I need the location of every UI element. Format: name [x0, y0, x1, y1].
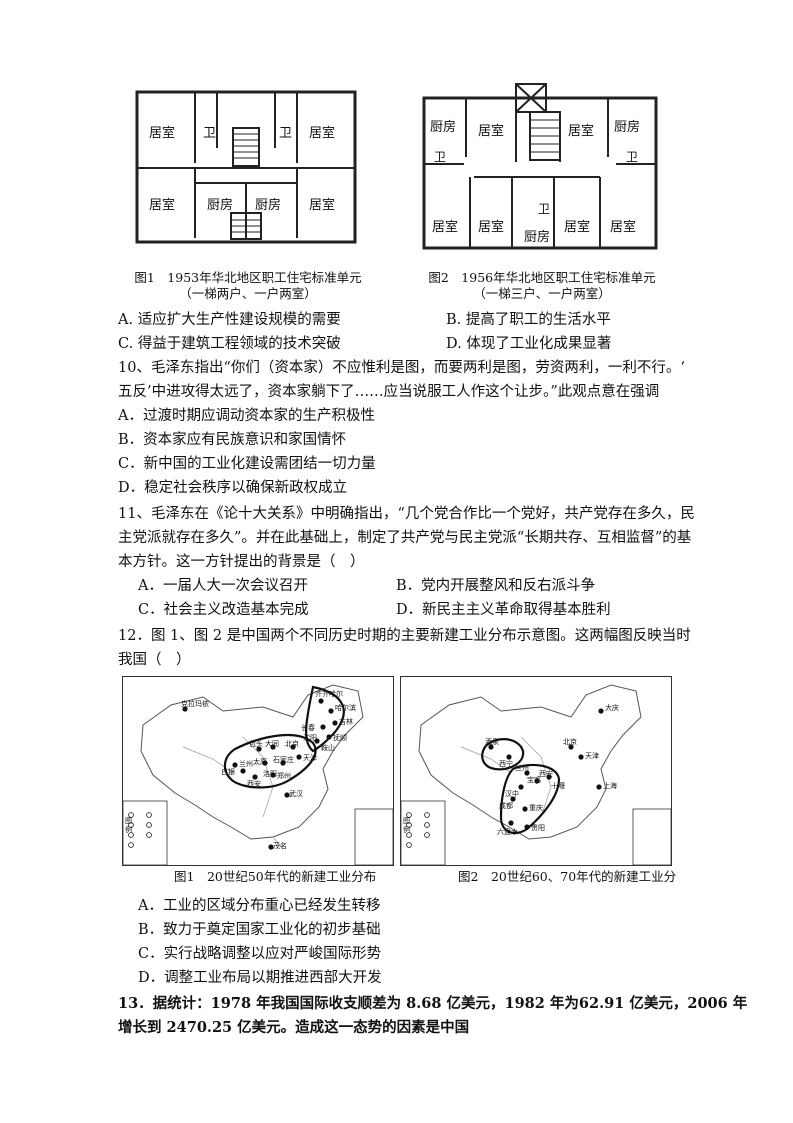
map1-city-wuhan: 武汉 [289, 790, 303, 798]
q10-stem-line2: 五反’中进攻得太远了，资本家躺下了……应当说服工人作这个让步。”此观点意在强调 [118, 384, 660, 400]
map2-legend-label: 图例 [403, 817, 410, 834]
fp2-caption-line2: （一梯三户、一户两室） [473, 286, 611, 301]
fp2-bedroom-b1: 居室 [432, 220, 459, 235]
map1-city-karamay: 克拉玛依 [181, 700, 209, 708]
fp1-toilet-l: 卫 [203, 126, 217, 141]
q10-option-b: B．资本家应有民族意识和家国情怀 [118, 432, 347, 448]
q9-option-a: A. 适应扩大生产性建设规模的需要 [118, 312, 341, 328]
q12-option-a: A．工业的区域分布重心已经发生转移 [138, 898, 381, 914]
floor-plan-1956: 厨房 居室 居室 厨房 卫 卫 卫 居室 居室 厨房 居室 居室 [420, 82, 660, 262]
map1-city-luoyang: 洛阳 [263, 770, 277, 778]
q11-option-c: C．社会主义改造基本完成 [138, 602, 309, 618]
q11-stem-line3: 本方针。这一方针提出的背景是（ ） [118, 554, 365, 570]
fp2-bedroom-t2: 居室 [568, 124, 595, 139]
fp2-toilet-l: 卫 [434, 150, 447, 164]
map1-caption: 图1 20世纪50年代的新建工业分布 [174, 869, 377, 884]
map2-city-baoji: 宝鸡 [527, 776, 541, 784]
q12-option-b: B．致力于奠定国家工业化的初步基础 [138, 922, 381, 938]
q12-option-d: D．调整工业布局以期推进西部大开发 [138, 970, 382, 986]
map2-city-hanzhong: 汉中 [505, 790, 519, 798]
q10-option-d: D．稳定社会秩序以确保新政权成立 [118, 480, 348, 496]
map1-city-zhengzhou: 郑州 [277, 772, 291, 780]
map1-city-beijing: 北京 [285, 740, 299, 748]
map1-legend-label: 图例 [125, 817, 132, 834]
fp1-bedroom-tl: 居室 [149, 126, 176, 141]
fp2-kitchen-c: 厨房 [524, 230, 551, 245]
fp2-caption-line1: 图2 1956年华北地区职工住宅标准单元 [428, 270, 656, 285]
q9-option-c: C. 得益于建筑工程领域的技术突破 [118, 336, 341, 352]
q11-option-d: D．新民主主义革命取得基本胜利 [396, 602, 611, 618]
map2-city-liupanshui: 六盘水 [497, 828, 518, 836]
map2-city-jiuquan: 酒泉 [485, 738, 499, 746]
industry-map-1950s: 克拉玛依 齐齐哈尔 哈尔滨 吉林 长春 抚顺 沈阳 鞍山 大同 北京 天津 包头… [122, 676, 394, 866]
fp2-bedroom-t1: 居室 [478, 124, 505, 139]
fp1-kitchen-r: 厨房 [255, 198, 282, 213]
fp1-toilet-r: 卫 [279, 126, 293, 141]
floor-plan-1956-drawing [422, 83, 658, 250]
fp1-caption-line1: 图1 1953年华北地区职工住宅标准单元 [134, 270, 362, 285]
map2-city-xining: 西宁 [499, 760, 513, 768]
q10-option-c: C．新中国的工业化建设需团结一切力量 [118, 456, 376, 472]
q12-stem-line2: 我国（ ） [118, 652, 191, 668]
map1-city-anshan: 鞍山 [321, 744, 335, 752]
map1-city-baotou: 包头 [249, 740, 263, 748]
map2-city-shanghai: 上海 [603, 782, 617, 790]
map1-city-jilin: 吉林 [339, 718, 353, 726]
q11-option-a: A．一届人大一次会议召开 [138, 578, 308, 594]
map2-caption: 图2 20世纪60、70年代的新建工业分 [458, 869, 677, 884]
industry-map-1960s-70s: 大庆 北京 天津 酒泉 西宁 兰州 宝鸡 西安 十堰 汉中 成都 重庆 六盘水 … [400, 676, 672, 866]
q10-option-a: A．过渡时期应调动资本家的生产积极性 [118, 408, 375, 424]
map2-city-chongqing: 重庆 [529, 804, 543, 812]
fp2-bedroom-b2: 居室 [478, 220, 505, 235]
fp1-caption-line2: （一梯两户、一户两室） [179, 286, 317, 301]
fp2-kitchen-tr: 厨房 [614, 120, 641, 135]
map2-city-tianjin: 天津 [585, 752, 599, 760]
map1-city-datong: 大同 [265, 740, 279, 748]
fp1-bedroom-tr: 居室 [309, 126, 336, 141]
map1-city-harbin: 哈尔滨 [335, 704, 356, 712]
map1-city-shenyang: 沈阳 [303, 734, 317, 742]
map1-city-shijiazhuang: 石家庄 [273, 756, 294, 764]
map2-city-xian: 西安 [539, 770, 553, 778]
industry-map-1960s-70s-drawing [401, 684, 671, 865]
map2-city-lanzhou: 兰州 [515, 764, 529, 772]
map1-city-qiqihar: 齐齐哈尔 [315, 690, 343, 698]
q13-stem-line1: 13．据统计：1978 年我国国际收支顺差为 8.68 亿美元，1982 年为6… [118, 995, 748, 1012]
fp1-bedroom-br: 居室 [309, 198, 336, 213]
map1-city-xian: 西安 [247, 780, 261, 788]
q12-stem-line1: 12．图 1、图 2 是中国两个不同历史时期的主要新建工业分布示意图。这两幅图反… [118, 628, 691, 644]
floor-plan-1953-drawing [135, 90, 357, 244]
fp1-kitchen-l: 厨房 [207, 198, 234, 213]
map1-city-lanzhou: 兰州 [239, 760, 253, 768]
map1-city-maoming: 茂名 [273, 842, 287, 850]
map2-city-beijing: 北京 [563, 738, 577, 746]
map1-city-fushun: 抚顺 [333, 734, 347, 742]
map2-city-guiyang: 贵阳 [531, 824, 545, 832]
q11-stem-line2: 主党派就存在多久”。并在此基础上，制定了共产党与民主党派“长期共存、互相监督”的… [118, 530, 692, 546]
q10-stem-line1: 10、毛泽东指出“你们（资本家）不应惟利是图，而要两利是图，劳资两利，一利不行。… [118, 360, 685, 376]
q9-option-b: B. 提高了职工的生活水平 [446, 312, 611, 328]
map1-city-taiyuan: 太原 [253, 758, 267, 766]
q12-option-c: C．实行战略调整以应对严峻国际形势 [138, 946, 382, 962]
fp2-toilet-c: 卫 [538, 202, 551, 216]
map2-city-shiyan: 十堰 [551, 782, 565, 790]
q9-option-d: D. 体现了工业化成果显著 [446, 336, 612, 352]
map1-city-tianjin: 天津 [303, 754, 317, 762]
map2-city-chengdu: 成都 [499, 802, 513, 810]
fp2-bedroom-b3: 居室 [564, 220, 591, 235]
map1-city-changchun: 长春 [301, 724, 315, 732]
fp1-bedroom-bl: 居室 [149, 198, 176, 213]
floor-plan-1953: 居室 卫 卫 居室 居室 厨房 厨房 居室 [133, 88, 359, 253]
industry-map-1950s-drawing [123, 684, 393, 865]
map2-city-daqing: 大庆 [605, 704, 619, 712]
q11-stem-line1: 11、毛泽东在《论十大关系》中明确指出，“几个党合作比一个党好，共产党存在多久，… [118, 506, 695, 522]
q13-stem-line2: 增长到 2470.25 亿美元。造成这一态势的因素是中国 [118, 1019, 470, 1036]
map1-city-baiyin: 白银 [221, 768, 235, 776]
fp2-kitchen-tl: 厨房 [430, 120, 457, 135]
fp2-bedroom-b4: 居室 [610, 220, 637, 235]
fp2-toilet-r: 卫 [626, 150, 639, 164]
q11-option-b: B．党内开展整风和反右派斗争 [396, 578, 596, 594]
